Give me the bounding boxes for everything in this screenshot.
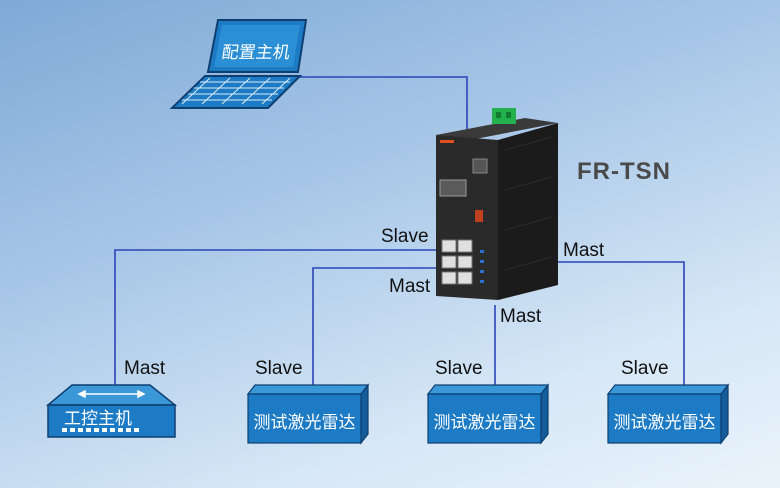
laptop-icon (169, 19, 308, 109)
laptop-label: 配置主机 (220, 43, 292, 62)
switch-label: FR-TSN (577, 158, 671, 185)
switch-device-icon (436, 108, 558, 300)
link-label-ipc: Mast (124, 358, 166, 379)
link-label-radar2: Slave (435, 358, 483, 379)
radar2-box-icon (426, 383, 550, 445)
radar1-box-icon (246, 383, 370, 445)
radar3-label: 测试激光雷达 (613, 413, 716, 432)
link-switch-radar3 (553, 261, 685, 385)
ipc-label: 工控主机 (64, 409, 132, 428)
link-label-top-left: Slave (381, 226, 429, 247)
radar2-label: 测试激光雷达 (433, 413, 536, 432)
radar1-label: 测试激光雷达 (253, 413, 356, 432)
link-switch-ipc (114, 249, 440, 385)
link-switch-radar1 (312, 267, 440, 385)
power-terminal-icon (492, 108, 516, 124)
link-label-radar3: Slave (621, 358, 669, 379)
link-label-center-left: Mast (389, 276, 431, 297)
ipc-icon (45, 384, 178, 438)
connection-lines (114, 76, 685, 385)
link-label-radar1: Slave (255, 358, 303, 379)
link-label-right: Mast (563, 240, 605, 261)
link-label-center-bottom: Mast (500, 306, 542, 327)
link-laptop-switch (300, 76, 468, 130)
radar3-box-icon (606, 383, 730, 445)
ethernet-ports-icon (441, 239, 473, 285)
